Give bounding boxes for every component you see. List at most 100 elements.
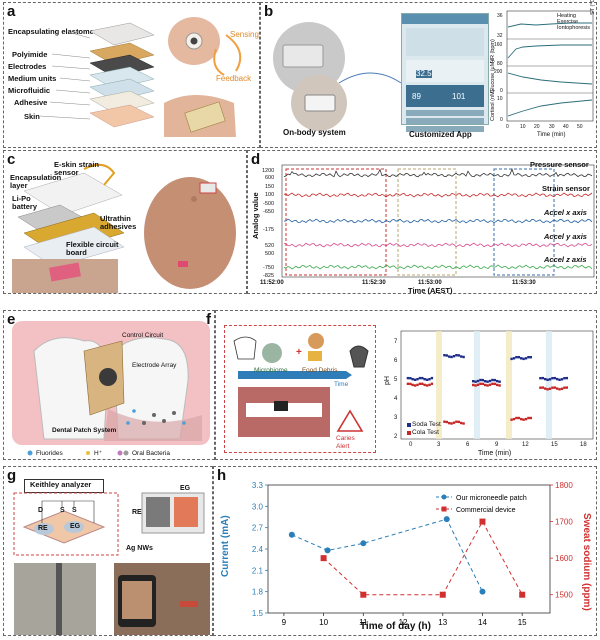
- x-tick: 9: [495, 442, 499, 448]
- ph-point: [472, 380, 475, 383]
- ph-point: [428, 378, 431, 381]
- ph-point: [563, 386, 566, 389]
- ph-point: [527, 416, 530, 420]
- ph-point: [520, 417, 523, 421]
- series-line-patch: [291, 518, 483, 592]
- x-tick: 11:52:00: [260, 280, 284, 286]
- ph-point: [409, 382, 412, 386]
- y-tick: 0: [500, 88, 503, 94]
- legend-entry: Iontophoresis: [557, 25, 591, 31]
- panel-e: e Control Circuit Electrode Array Dental…: [3, 310, 215, 460]
- ph-point: [546, 378, 549, 381]
- legend-entry: Heating: [557, 13, 576, 19]
- layer-label: Adhesive: [14, 98, 48, 107]
- ph-point: [488, 383, 492, 386]
- ph-point: [486, 384, 489, 387]
- panel-b-chart: [506, 10, 594, 122]
- caries-box: [224, 325, 376, 453]
- ph-point: [455, 354, 458, 357]
- y-tick: -175: [263, 227, 275, 233]
- ph-point: [491, 382, 494, 385]
- y-tick: 6: [394, 358, 398, 364]
- ph-point: [512, 357, 516, 360]
- part-label: Encapsulation layer: [10, 173, 62, 190]
- ph-point: [493, 382, 496, 386]
- panel-c: c E-skin strain sensor Encapsulation lay…: [3, 150, 247, 294]
- ph-point: [472, 383, 475, 387]
- ph-point: [486, 380, 489, 383]
- ph-point: [541, 376, 544, 380]
- ph-point: [418, 382, 422, 385]
- y2-tick-label: 1500: [555, 591, 573, 600]
- ph-point: [448, 355, 451, 358]
- ph-point: [520, 357, 523, 360]
- ph-point: [430, 382, 434, 385]
- keithley-label: Keithley analyzer: [30, 480, 92, 489]
- y-tick: 80: [497, 61, 503, 67]
- patch-point: [479, 588, 486, 595]
- ph-point: [544, 387, 547, 390]
- layer-label: Encapsulating elastomer: [8, 27, 97, 36]
- y-tick-label: 1.5: [252, 609, 264, 618]
- control-circuit-label: Control Circuit: [122, 332, 164, 339]
- x-axis-label: Time (min): [537, 132, 566, 138]
- commercial-point: [439, 591, 446, 598]
- y-tick: 160: [494, 42, 503, 48]
- ph-point: [524, 357, 528, 360]
- feedback-label: Feedback: [216, 74, 252, 83]
- y-axis-label: Cortisol (nM): [490, 89, 496, 121]
- ph-point: [522, 357, 525, 361]
- commercial-point: [479, 518, 486, 525]
- y-axis-label: ST (°C): [590, 0, 596, 15]
- ph-point: [455, 420, 458, 423]
- legend-marker: [441, 506, 447, 512]
- ph-point: [416, 378, 419, 381]
- terminal-label: D: [38, 507, 44, 514]
- ph-point: [452, 355, 456, 358]
- ph-point: [476, 379, 480, 383]
- eg-label: EG: [70, 523, 81, 530]
- y2-tick-label: 1600: [555, 554, 573, 563]
- ph-point: [548, 387, 552, 390]
- x-tick: 30: [549, 124, 555, 130]
- ph-point: [558, 378, 561, 381]
- ph-point: [425, 384, 429, 387]
- y-tick-label: 1.8: [252, 588, 264, 597]
- microbiome-label: Microbiome: [254, 367, 288, 374]
- ph-point: [443, 354, 446, 357]
- panel-g-label: g: [7, 467, 17, 484]
- x-tick-label: 11: [359, 618, 368, 627]
- panel-h-label: h: [217, 467, 227, 484]
- ph-point: [556, 377, 559, 381]
- ph-point: [512, 417, 516, 421]
- ph-point: [416, 383, 419, 387]
- x-tick: 11:52:30: [362, 280, 386, 286]
- ph-point: [541, 386, 544, 389]
- x-tick-label: 13: [438, 618, 447, 627]
- ph-point: [493, 378, 496, 382]
- x-tick-label: 10: [319, 618, 328, 627]
- ph-point: [430, 376, 434, 380]
- ph-point: [515, 416, 518, 420]
- y-tick: 32: [497, 33, 503, 39]
- series-line-commercial: [323, 520, 523, 596]
- ph-point: [425, 378, 429, 381]
- y-tick: 3: [394, 415, 398, 421]
- ph-point: [553, 386, 556, 389]
- commercial-point: [320, 555, 327, 562]
- re-label: RE: [38, 525, 48, 532]
- legend-entry: H⁺: [94, 450, 103, 457]
- y-tick-label: 3.3: [252, 481, 264, 490]
- x-tick: 3: [437, 442, 441, 448]
- sensing-label: Sensing: [230, 30, 259, 39]
- x-tick: 18: [580, 442, 587, 448]
- ph-point: [474, 384, 477, 387]
- part-label: Li-Po battery: [12, 194, 38, 211]
- sensor-trace: [283, 218, 593, 224]
- y-tick: 10: [497, 96, 503, 102]
- legend-entry: Fluorides: [36, 450, 63, 457]
- ph-chart: [400, 330, 594, 440]
- x-tick: 0: [409, 442, 413, 448]
- y-tick: 36: [497, 13, 503, 19]
